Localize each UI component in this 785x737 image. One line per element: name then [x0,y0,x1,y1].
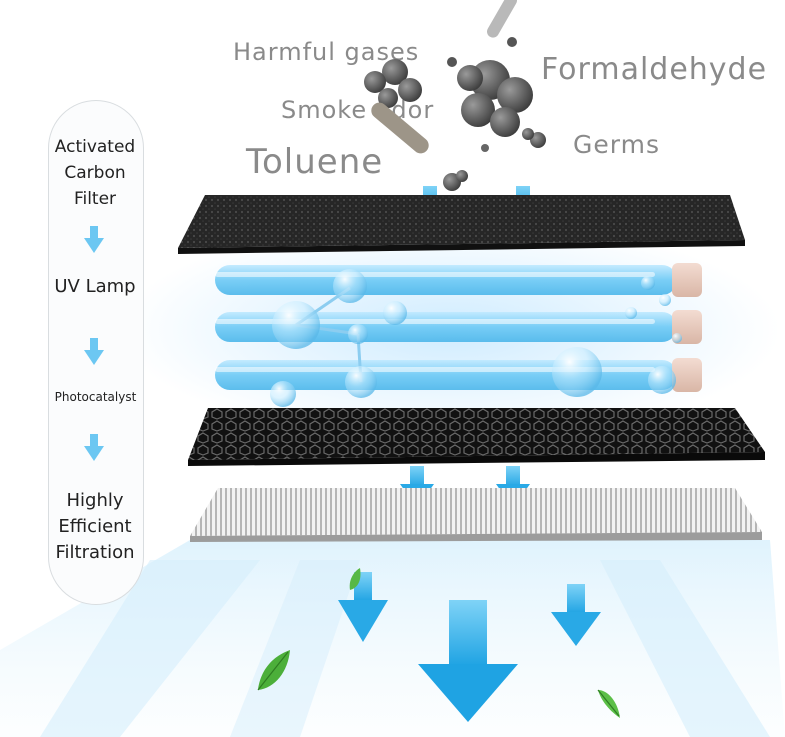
activated-carbon-filter [178,195,745,248]
step-carbon-line3: Filter [73,189,117,209]
bacteria-rod-icon [371,0,517,154]
step-carbon-line1: Activated [54,137,136,157]
pollutant-germs: Germs [573,130,660,159]
germ-cluster-icon [364,37,546,191]
photocatalyst-filter [188,408,765,460]
step-carbon-label: Activated Carbon Filter [40,134,150,212]
hepa-filter [190,488,762,536]
pollutant-toluene: Toluene [246,142,384,182]
molecule-bubbles [270,269,682,407]
outflow-arrows [338,572,601,722]
step-hepa-line3: Filtration [55,542,135,563]
pollutant-harmful-gases: Harmful gases [233,38,420,66]
step-hepa-label: Highly Efficient Filtration [40,488,150,566]
step-carbon-line2: Carbon [64,163,126,183]
leaf-icon [257,568,620,718]
step-photocatalyst-label: Photocatalyst [54,390,137,404]
step-hepa-line2: Efficient [58,516,132,537]
step-arrow-down-icon [84,434,104,461]
step-hepa-line1: Highly [66,490,124,511]
step-arrow-down-icon [84,338,104,365]
step-uv-label: UV Lamp [54,276,136,297]
pollutant-formaldehyde: Formaldehyde [541,52,768,87]
step-arrow-down-icon [84,226,104,253]
